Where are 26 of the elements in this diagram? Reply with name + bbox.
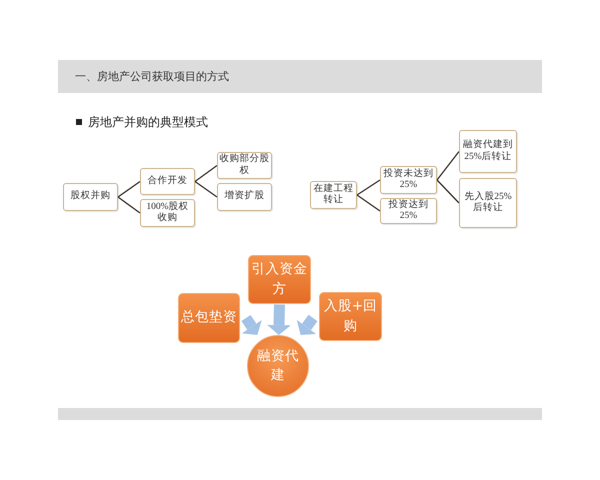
process-box: 投资达到25% [380,198,437,224]
process-box: 增资扩股 [217,183,272,211]
subheading: 房地产并购的典型模式 [88,115,208,130]
connector-line [118,180,140,198]
rounded-box: 入股+回购 [319,292,382,341]
process-box: 先入股25%后转让 [459,178,517,228]
block-arrow [296,314,318,335]
rounded-box: 总包垫资 [178,293,240,343]
connector-line [194,164,218,182]
connector-line [436,180,460,204]
process-box: 股权并购 [63,183,118,211]
process-box: 融资代建到25%后转让 [459,130,517,173]
connector-line [356,179,380,196]
process-box: 收购部分股权 [217,152,272,179]
process-box: 100%股权收购 [140,199,195,227]
process-circle: 融资代建 [247,335,309,397]
connector-line [194,180,218,198]
process-box: 投资未达到25% [380,166,437,194]
process-box: 合作开发 [140,168,195,195]
connector-line [118,196,140,214]
block-arrow [267,304,291,335]
rounded-box: 引入资金方 [248,255,311,304]
slide-title: 一、房地产公司获取项目的方式 [75,69,229,84]
process-box: 在建工程转让 [310,181,357,209]
connector-line [356,194,380,212]
connector-line [436,151,460,180]
